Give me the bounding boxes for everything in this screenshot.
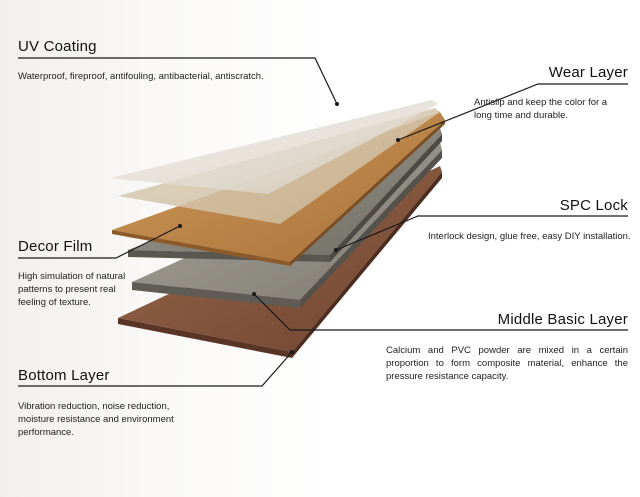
leader-middle (253, 293, 628, 331)
leader-lines (18, 57, 628, 387)
leader-bottom (18, 351, 293, 387)
leader-dots (178, 102, 400, 354)
middle-basic-layer-title: Middle Basic Layer (497, 311, 628, 328)
spc-lock-title: SPC Lock (559, 197, 628, 214)
leader-uv (18, 57, 338, 105)
uv-coating-description: Waterproof, fireproof, antifouling, anti… (18, 71, 264, 82)
decor-film-description: High simulation of natural patterns to p… (18, 271, 126, 308)
leader-wear (397, 83, 628, 141)
leader-spc (335, 215, 628, 251)
spc-lock-description: Interlock design, glue free, easy DIY in… (428, 231, 631, 242)
bottom-layer-description: Vibration reduction, noise reduction, mo… (18, 401, 174, 438)
bottom-layer-title: Bottom Layer (18, 367, 110, 384)
middle-basic-layer-description: Calcium and PVC powder are mixed in a ce… (386, 345, 628, 382)
uv-coating-title: UV Coating (18, 38, 97, 55)
leader-decor (18, 225, 181, 259)
decor-film-title: Decor Film (18, 238, 93, 255)
uv-coating-sheet (110, 100, 438, 194)
wear-layer-description: Antislip and keep the color for a long t… (474, 97, 608, 121)
wear-layer-title: Wear Layer (548, 64, 628, 81)
